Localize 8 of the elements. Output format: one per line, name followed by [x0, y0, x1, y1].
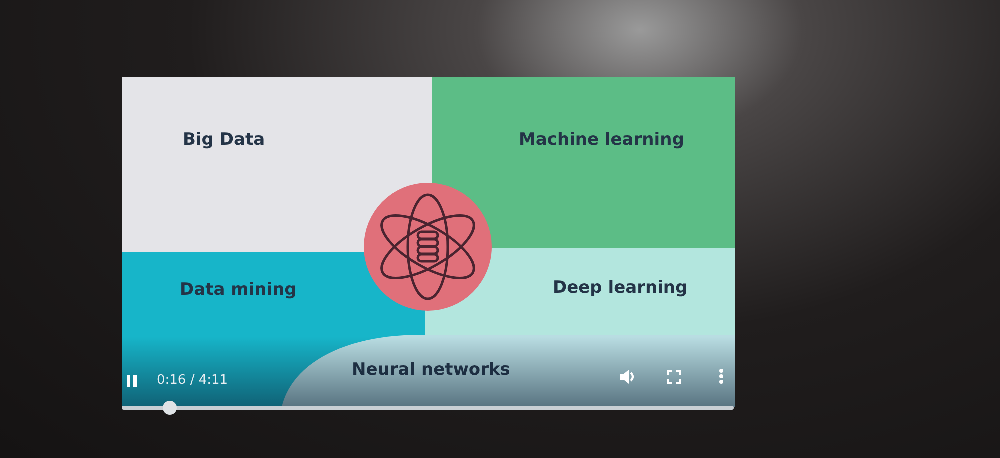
- time-display: 0:16 / 4:11: [157, 373, 228, 388]
- colored-panel: [122, 77, 432, 252]
- section-title: Big Data: [183, 130, 266, 150]
- section-title: Neural networks: [352, 360, 510, 380]
- section-title: Data mining: [180, 280, 297, 300]
- section-title: Deep learning: [553, 278, 688, 298]
- colored-panel: [432, 77, 735, 248]
- section-title: Machine learning: [519, 130, 684, 150]
